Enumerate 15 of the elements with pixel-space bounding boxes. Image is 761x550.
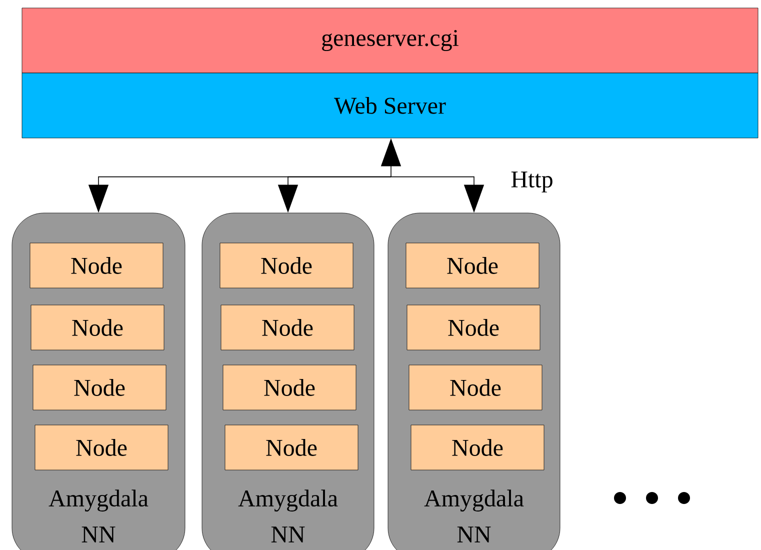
node-box: Node (30, 304, 164, 350)
node-box: Node (224, 424, 358, 470)
band: Web Server (22, 72, 758, 138)
node-box: Node (34, 424, 168, 470)
node-box: Node (410, 424, 544, 470)
node-box: Node (406, 242, 540, 288)
node-box: Node (222, 364, 356, 410)
node-box: Node (220, 304, 354, 350)
node-box: Node (220, 242, 354, 288)
node-box: Node (30, 242, 164, 288)
node-box: Node (32, 364, 166, 410)
node-box: Node (408, 364, 542, 410)
band: geneserver.cgi (22, 8, 758, 74)
node-box: Node (406, 304, 540, 350)
protocol-label: Http (511, 172, 552, 192)
